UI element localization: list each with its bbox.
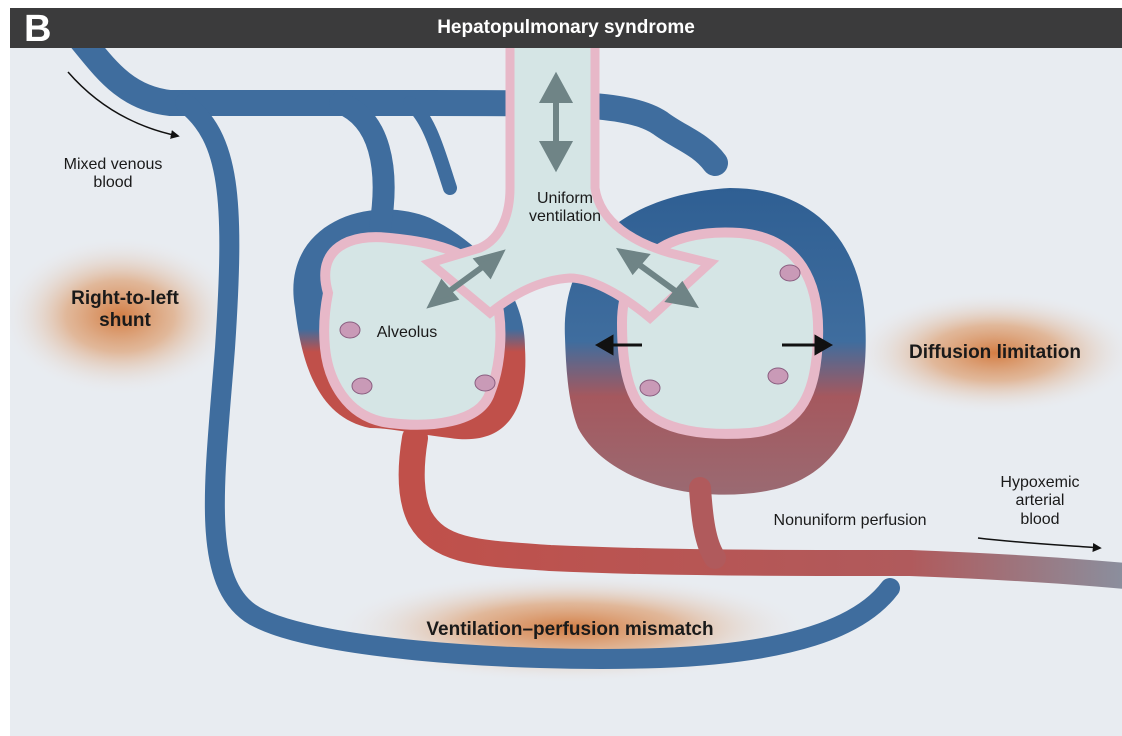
- label-uniform-line1: Uniform: [505, 190, 625, 208]
- membrane-cell: [475, 375, 495, 391]
- label-mixed-venous-line2: blood: [48, 174, 178, 192]
- illustration-canvas: Mixed venous blood Uniform ventilation R…: [10, 48, 1122, 736]
- label-ventilation-perfusion-mismatch: Ventilation–perfusion mismatch: [390, 619, 750, 641]
- label-right-to-left-line1: Right-to-left: [50, 288, 200, 310]
- label-mixed-venous-line1: Mixed venous: [48, 156, 178, 174]
- label-right-to-left-line2: shunt: [50, 310, 200, 332]
- label-right-to-left-shunt: Right-to-left shunt: [50, 288, 200, 332]
- membrane-cell: [640, 380, 660, 396]
- label-alveolus: Alveolus: [362, 324, 452, 342]
- figure-title: Hepatopulmonary syndrome: [10, 8, 1122, 48]
- membrane-cell: [768, 368, 788, 384]
- label-hypoxemic-arterial-blood: Hypoxemic arterial blood: [985, 474, 1095, 529]
- venous-branch-left: [340, 103, 384, 228]
- venous-trunk: [80, 48, 715, 163]
- hypoxemic-arrow: [978, 538, 1100, 548]
- membrane-cell: [340, 322, 360, 338]
- label-uniform-line2: ventilation: [505, 208, 625, 226]
- label-hypoxemic-line2: arterial: [985, 492, 1095, 510]
- label-mixed-venous-blood: Mixed venous blood: [48, 156, 178, 193]
- arterial-outflow-right: [700, 488, 715, 558]
- label-nonuniform-perfusion: Nonuniform perfusion: [750, 512, 950, 530]
- membrane-cell: [352, 378, 372, 394]
- label-uniform-ventilation: Uniform ventilation: [505, 190, 625, 227]
- header-bar: B Hepatopulmonary syndrome: [10, 8, 1122, 48]
- label-diffusion-limitation: Diffusion limitation: [890, 342, 1100, 364]
- membrane-cell: [780, 265, 800, 281]
- label-hypoxemic-line3: blood: [985, 511, 1095, 529]
- label-hypoxemic-line1: Hypoxemic: [985, 474, 1095, 492]
